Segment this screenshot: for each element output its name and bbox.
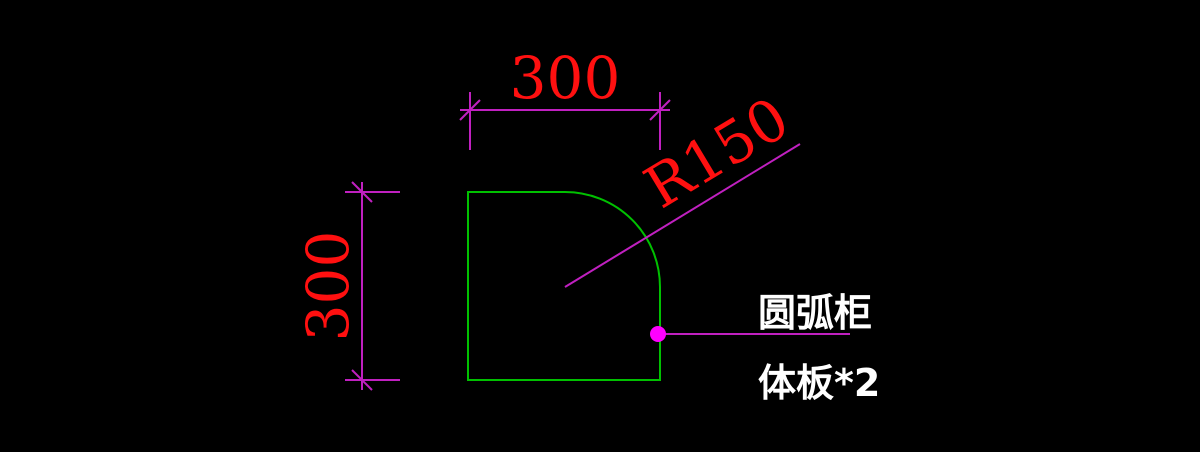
top-dimension [459, 92, 671, 150]
top-dimension-tick-left [459, 99, 481, 121]
top-dimension-tick-right [649, 99, 671, 121]
radius-dimension-line [564, 143, 801, 288]
left-dimension [345, 181, 400, 391]
note-text-line1: 圆弧柜 [758, 291, 872, 335]
top-dimension-label: 300 [510, 44, 621, 112]
left-dimension-tick-top [351, 181, 373, 203]
radius-dimension-label: R150 [633, 84, 800, 222]
note-text-line2: 体板*2 [758, 361, 880, 405]
left-dimension-label: 300 [294, 231, 362, 342]
note-leader-dot [650, 326, 666, 342]
panel-outline [467, 191, 661, 381]
left-dimension-tick-bottom [351, 369, 373, 391]
